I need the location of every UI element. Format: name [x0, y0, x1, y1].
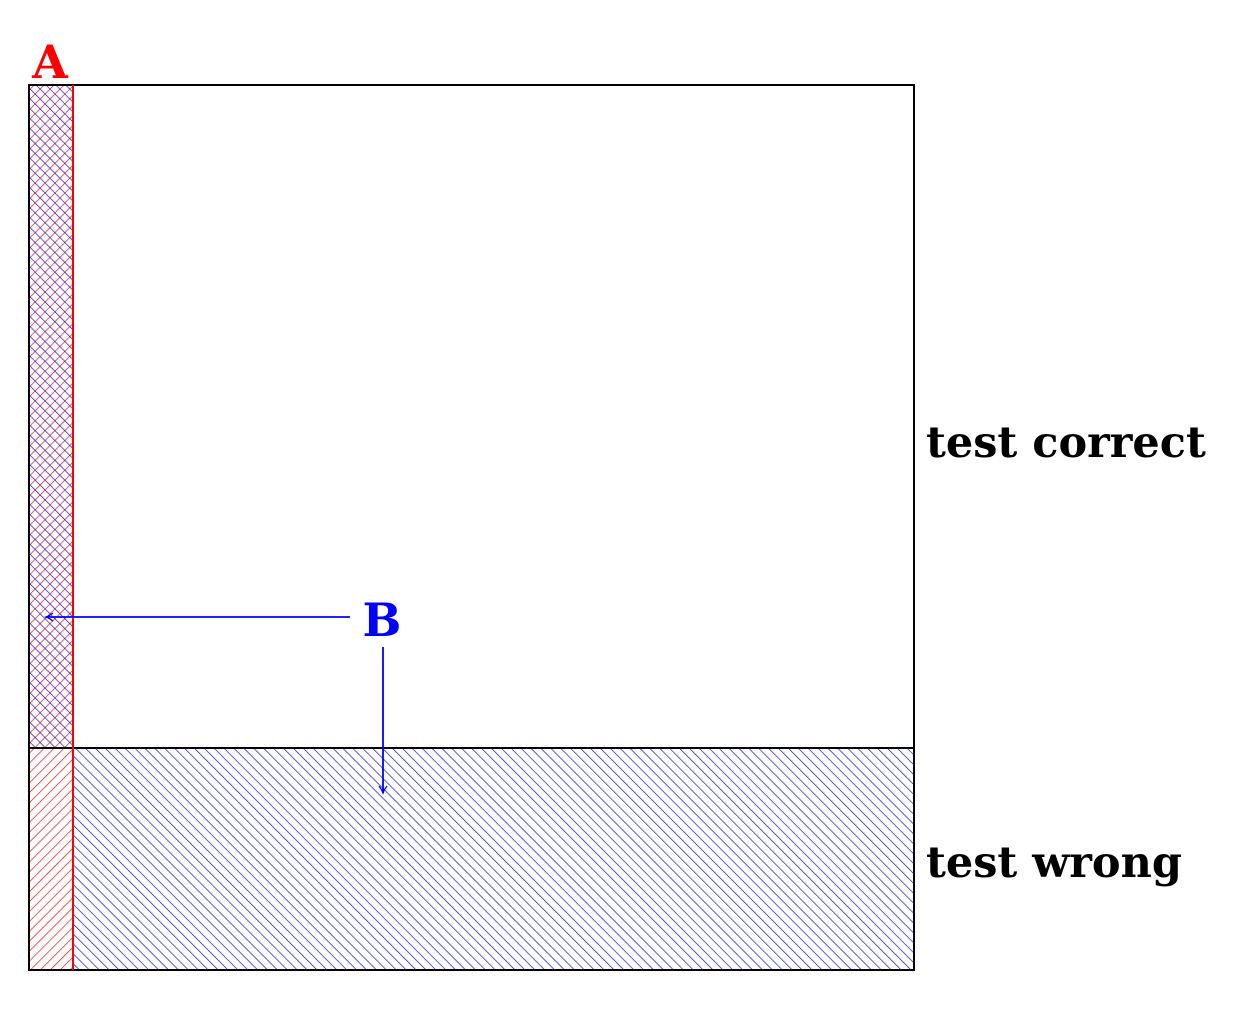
label-b: B: [363, 593, 402, 647]
label-test-wrong: test wrong: [926, 838, 1182, 888]
label-test-correct: test correct: [926, 418, 1206, 468]
region-a-wrong: [29, 748, 73, 970]
region-a-correct-blue-hatch: [29, 85, 73, 748]
label-a: A: [31, 35, 69, 89]
region-b-wrong: [73, 748, 914, 970]
outer-frame: [28, 84, 915, 971]
